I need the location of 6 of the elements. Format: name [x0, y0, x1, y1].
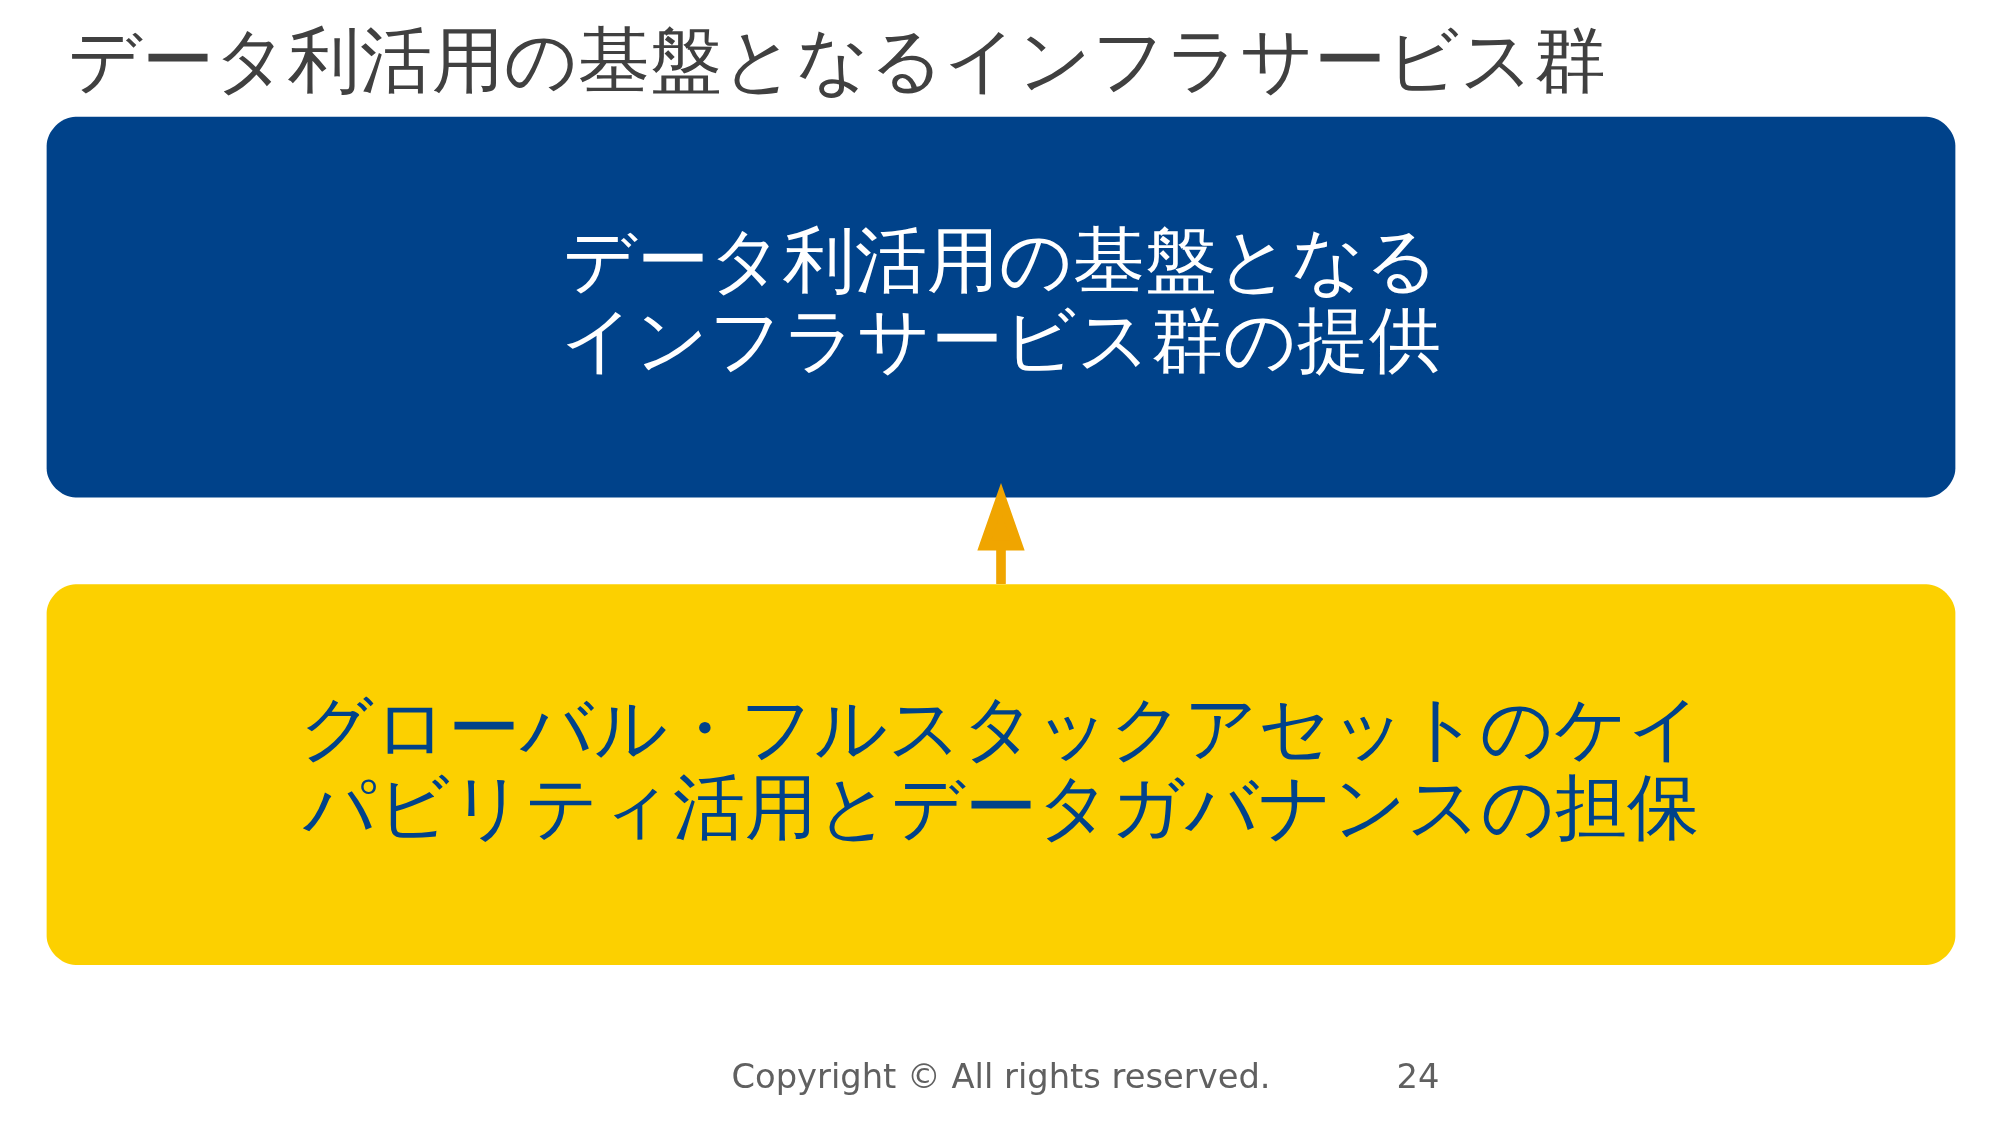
label: 24 — [1395, 1057, 1439, 1097]
diagram-title: データ利活用の基盤となるインフラサービス群 — [67, 18, 1606, 103]
arrow — [976, 482, 1025, 584]
label: Copyright © All rights reserved. — [730, 1057, 1271, 1097]
node-box: グローバル・フルスタックアセットのケイパビリティ活用とデータガバナンスの担保 — [46, 584, 1955, 965]
node-box: データ利活用の基盤となるインフラサービス群の提供 — [46, 116, 1955, 498]
